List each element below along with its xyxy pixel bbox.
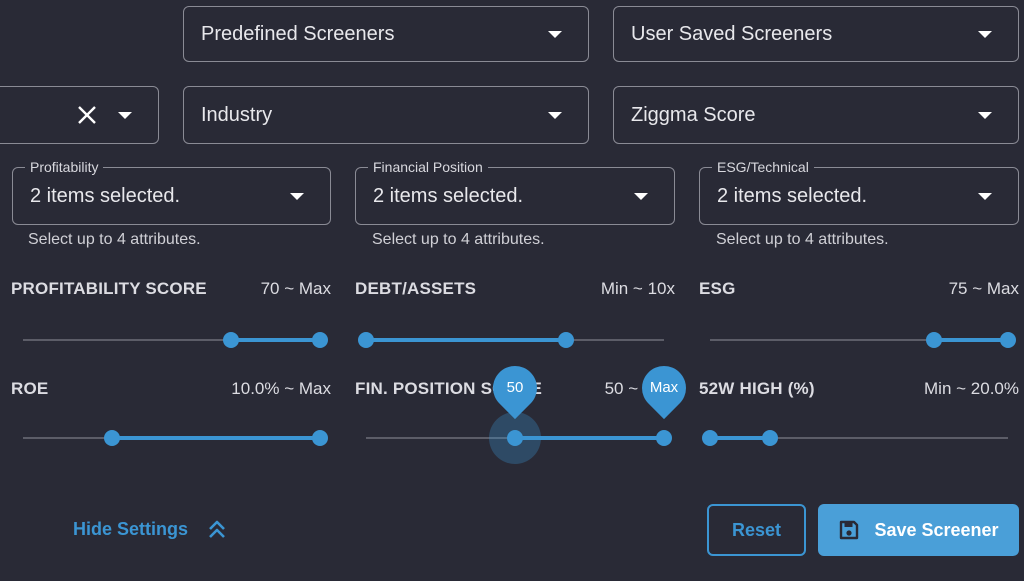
slider-label: ESG bbox=[699, 279, 736, 298]
esg-technical-select[interactable]: ESG/Technical 2 items selected. bbox=[699, 159, 1019, 225]
floppy-disk-icon bbox=[840, 520, 859, 540]
slider-label: DEBT/ASSETS bbox=[355, 279, 477, 298]
slider-range-value: 75 ~ Max bbox=[948, 279, 1019, 298]
chevron-down-icon bbox=[548, 111, 562, 119]
esg-technical-legend: ESG/Technical bbox=[712, 159, 814, 175]
slider-value-tooltip-label: 50 bbox=[506, 379, 524, 396]
profitability-legend: Profitability bbox=[25, 159, 104, 175]
slider-range-value: 10.0% ~ Max bbox=[231, 379, 331, 398]
financial-position-select[interactable]: Financial Position 2 items selected. bbox=[355, 159, 675, 225]
slider-max-thumb[interactable] bbox=[1000, 332, 1016, 348]
chevron-down-icon bbox=[118, 111, 132, 119]
chevron-down-icon bbox=[978, 192, 992, 200]
slider-selected-range bbox=[515, 436, 664, 440]
hide-settings-link[interactable]: Hide Settings bbox=[73, 518, 228, 540]
chevron-down-icon bbox=[290, 192, 304, 200]
slider-min-thumb[interactable] bbox=[507, 430, 523, 446]
slider-rail[interactable] bbox=[710, 339, 1008, 341]
slider-min-thumb[interactable] bbox=[104, 430, 121, 446]
slider-label: ROE bbox=[11, 379, 49, 398]
save-screener-label: Save Screener bbox=[874, 519, 999, 540]
predefined-screeners-value: Predefined Screeners bbox=[201, 22, 395, 45]
profitability-select[interactable]: Profitability 2 items selected. bbox=[12, 159, 331, 225]
slider-range-value: Min ~ 20.0% bbox=[924, 379, 1019, 398]
slider-min-thumb[interactable] bbox=[925, 332, 942, 348]
profitability-helper: Select up to 4 attributes. bbox=[28, 231, 201, 248]
profitability-value: 2 items selected. bbox=[30, 184, 181, 207]
slider-value-tooltip-label: Max bbox=[649, 379, 679, 396]
esg-technical-value: 2 items selected. bbox=[717, 184, 868, 207]
chevron-down-icon bbox=[548, 30, 562, 38]
slider-selected-range bbox=[366, 338, 566, 342]
slider-range-value: 70 ~ Max bbox=[260, 279, 331, 298]
ziggma-score-dropdown[interactable]: Ziggma Score bbox=[613, 86, 1019, 144]
chevron-down-icon bbox=[634, 192, 648, 200]
predefined-screeners-dropdown[interactable]: Predefined Screeners bbox=[183, 6, 589, 62]
slider-min-thumb[interactable] bbox=[358, 332, 374, 348]
slider-min-thumb[interactable] bbox=[702, 430, 718, 446]
save-screener-button[interactable]: Save Screener bbox=[818, 504, 1019, 556]
financial-position-helper: Select up to 4 attributes. bbox=[372, 231, 545, 248]
slider-max-thumb[interactable] bbox=[557, 332, 574, 348]
slider-rail[interactable] bbox=[710, 437, 1008, 439]
user-saved-screeners-dropdown[interactable]: User Saved Screeners bbox=[613, 6, 1019, 62]
chevron-down-icon bbox=[978, 111, 992, 119]
slider-max-thumb[interactable] bbox=[656, 430, 672, 446]
user-saved-screeners-value: User Saved Screeners bbox=[631, 22, 833, 45]
reset-button[interactable]: Reset bbox=[707, 504, 806, 556]
slider-label: 52W HIGH (%) bbox=[699, 379, 815, 398]
financial-position-value: 2 items selected. bbox=[373, 184, 524, 207]
slider-min-thumb[interactable] bbox=[222, 332, 239, 348]
slider-selected-range bbox=[710, 436, 770, 440]
ziggma-score-value: Ziggma Score bbox=[631, 103, 756, 126]
chevron-down-icon bbox=[978, 30, 992, 38]
reset-label: Reset bbox=[731, 519, 782, 540]
close-icon[interactable] bbox=[76, 104, 98, 126]
slider-selected-range bbox=[933, 338, 1008, 342]
slider-max-thumb[interactable] bbox=[312, 332, 328, 348]
slider-selected-range bbox=[112, 436, 320, 440]
slider-selected-range bbox=[230, 338, 320, 342]
double-chevron-up-icon bbox=[209, 520, 225, 538]
industry-dropdown[interactable]: Industry bbox=[183, 86, 589, 144]
slider-max-thumb[interactable] bbox=[761, 430, 778, 446]
hide-settings-label: Hide Settings bbox=[73, 518, 189, 539]
slider-max-thumb[interactable] bbox=[312, 430, 328, 446]
slider-range-value: Min ~ 10x bbox=[600, 279, 675, 298]
slider-rail[interactable] bbox=[23, 339, 320, 341]
financial-position-legend: Financial Position bbox=[368, 159, 488, 175]
esg-technical-helper: Select up to 4 attributes. bbox=[716, 231, 889, 248]
slider-label: PROFITABILITY SCORE bbox=[11, 279, 207, 298]
industry-value: Industry bbox=[201, 103, 273, 126]
sector-select[interactable] bbox=[0, 86, 159, 144]
